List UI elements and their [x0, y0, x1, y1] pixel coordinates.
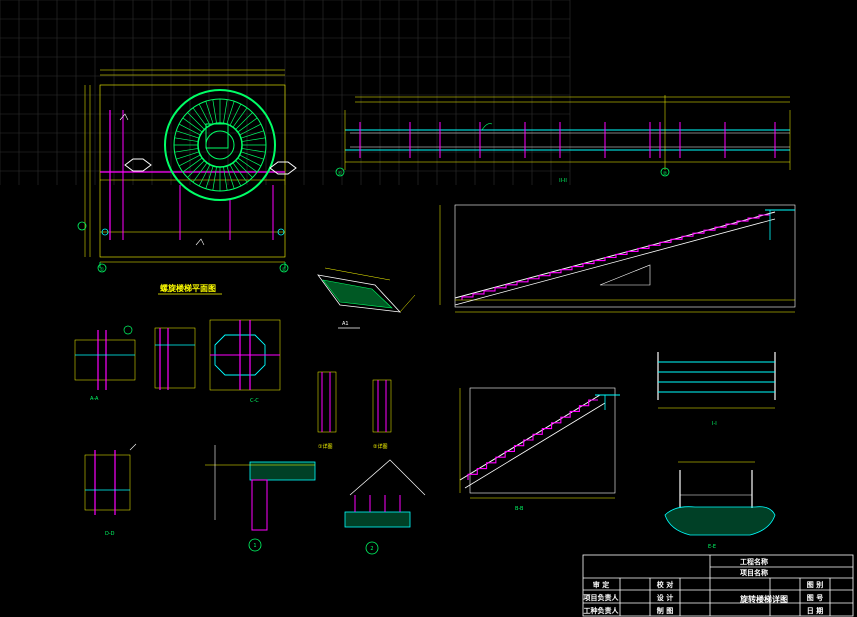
- detail-c-c: [209, 319, 281, 391]
- label-c-c: C-C: [250, 398, 259, 404]
- project-name-label: 工程名称: [740, 557, 768, 566]
- detail-circle-1: [205, 445, 316, 552]
- railing-section-1-1: [657, 352, 776, 409]
- elev-axis-1: ①: [338, 171, 343, 177]
- elevation-posts: [359, 122, 776, 158]
- tb-row-1-mid: 校 对: [657, 580, 673, 589]
- detail-b-b-upper: [154, 327, 196, 390]
- detail-1: [317, 371, 337, 433]
- axis-label-2: ②: [282, 267, 287, 273]
- label-d-d: D-D: [105, 531, 115, 537]
- background-grid: [0, 0, 571, 185]
- detail-circle-2: [344, 459, 426, 555]
- detail-a-a: [74, 325, 136, 390]
- label-e-e: E-E: [708, 544, 716, 550]
- elev-axis-2: ②: [663, 171, 668, 177]
- detail-2: [372, 379, 392, 433]
- label-i-i: I-I: [712, 421, 717, 427]
- spiral-treads: [174, 99, 266, 191]
- tb-row-3-mid: 制 图: [657, 606, 673, 615]
- spiral-stair-plan: [77, 69, 297, 273]
- detail-b-b-lower: [84, 443, 137, 515]
- plan-title: 螺旋楼梯平面图: [160, 283, 216, 293]
- long-stair-section: [439, 204, 796, 313]
- axis-label-1: ①: [100, 267, 105, 273]
- tb-right-2: 图 号: [807, 593, 823, 602]
- tb-right-3: 日 期: [807, 606, 823, 615]
- label-detail-2: ②详图: [373, 443, 387, 450]
- label-a-a: A-A: [90, 396, 99, 402]
- railing-e-e: [664, 461, 776, 536]
- label-circle-2: 2: [370, 546, 373, 552]
- tb-row-2-mid: 设 计: [657, 593, 673, 602]
- tb-row-3-left: 工种负责人: [584, 606, 620, 615]
- a1-isometric-view: [317, 267, 416, 329]
- tb-right-1: 图 别: [807, 580, 823, 589]
- drawing-title: 旋转楼梯详图: [739, 594, 788, 604]
- tb-row-2-left: 项目负责人: [584, 593, 620, 602]
- item-name-label: 项目名称: [740, 568, 768, 577]
- label-b-b: B-B: [515, 506, 524, 512]
- tb-row-1-left: 审 定: [593, 580, 609, 589]
- label-section-ii: II-II: [559, 178, 567, 184]
- label-circle-1: 1: [253, 543, 256, 549]
- elevation-view-top: [335, 95, 791, 177]
- label-a1: A1: [342, 321, 349, 327]
- title-block: [582, 554, 854, 617]
- label-detail-1: ①详图: [318, 443, 332, 450]
- short-stair-section: [459, 387, 620, 499]
